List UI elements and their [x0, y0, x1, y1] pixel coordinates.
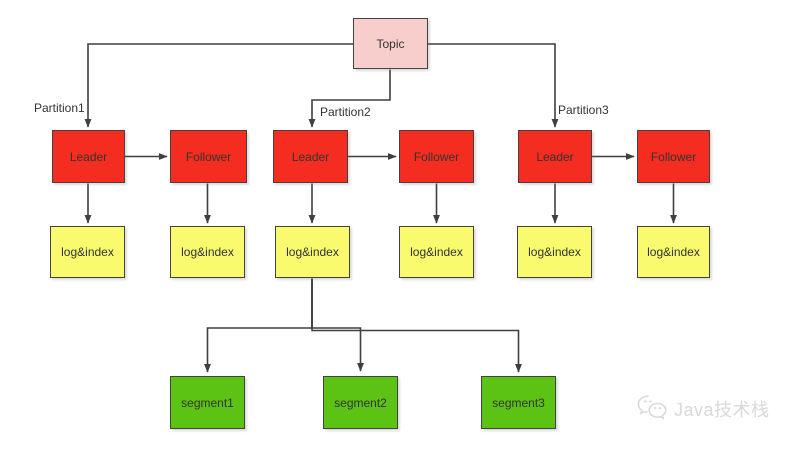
- segment1-node: segment1: [170, 376, 245, 429]
- segment3-node: segment3: [481, 376, 556, 429]
- topic-node: Topic: [353, 18, 428, 69]
- partition1-follower-log-node: log&index: [170, 226, 245, 278]
- segment2-node: segment2: [323, 376, 398, 429]
- watermark-text: Java技术栈: [674, 400, 770, 420]
- partition1-leader-log-node: log&index: [50, 226, 125, 278]
- partition3-leader-log-node: log&index: [517, 226, 592, 278]
- partition3-follower-log-node: log&index: [637, 226, 710, 278]
- connector-topic-to-partition3: [428, 43, 559, 128]
- partition2-follower-node: Follower: [399, 130, 474, 183]
- partition1-label: Partition1: [34, 101, 85, 115]
- partition1-leader-node: Leader: [52, 130, 125, 183]
- partition3-follower-node: Follower: [637, 130, 710, 183]
- partition2-leader-log-node: log&index: [275, 226, 350, 278]
- wechat-icon: [636, 394, 668, 424]
- partition2-follower-log-node: log&index: [399, 226, 474, 278]
- partition3-label: Partition3: [558, 103, 609, 117]
- partition2-label: Partition2: [320, 105, 371, 119]
- connector-topic-to-partition1: [84, 43, 353, 128]
- connector-log-to-segment2: [311, 278, 364, 372]
- connector-log-to-segment3: [311, 278, 522, 373]
- partition2-leader-node: Leader: [273, 130, 348, 183]
- watermark: Java技术栈: [636, 394, 770, 424]
- partition1-follower-node: Follower: [170, 130, 247, 183]
- partition3-leader-node: Leader: [518, 130, 592, 183]
- connector-log-to-segment1: [204, 278, 313, 373]
